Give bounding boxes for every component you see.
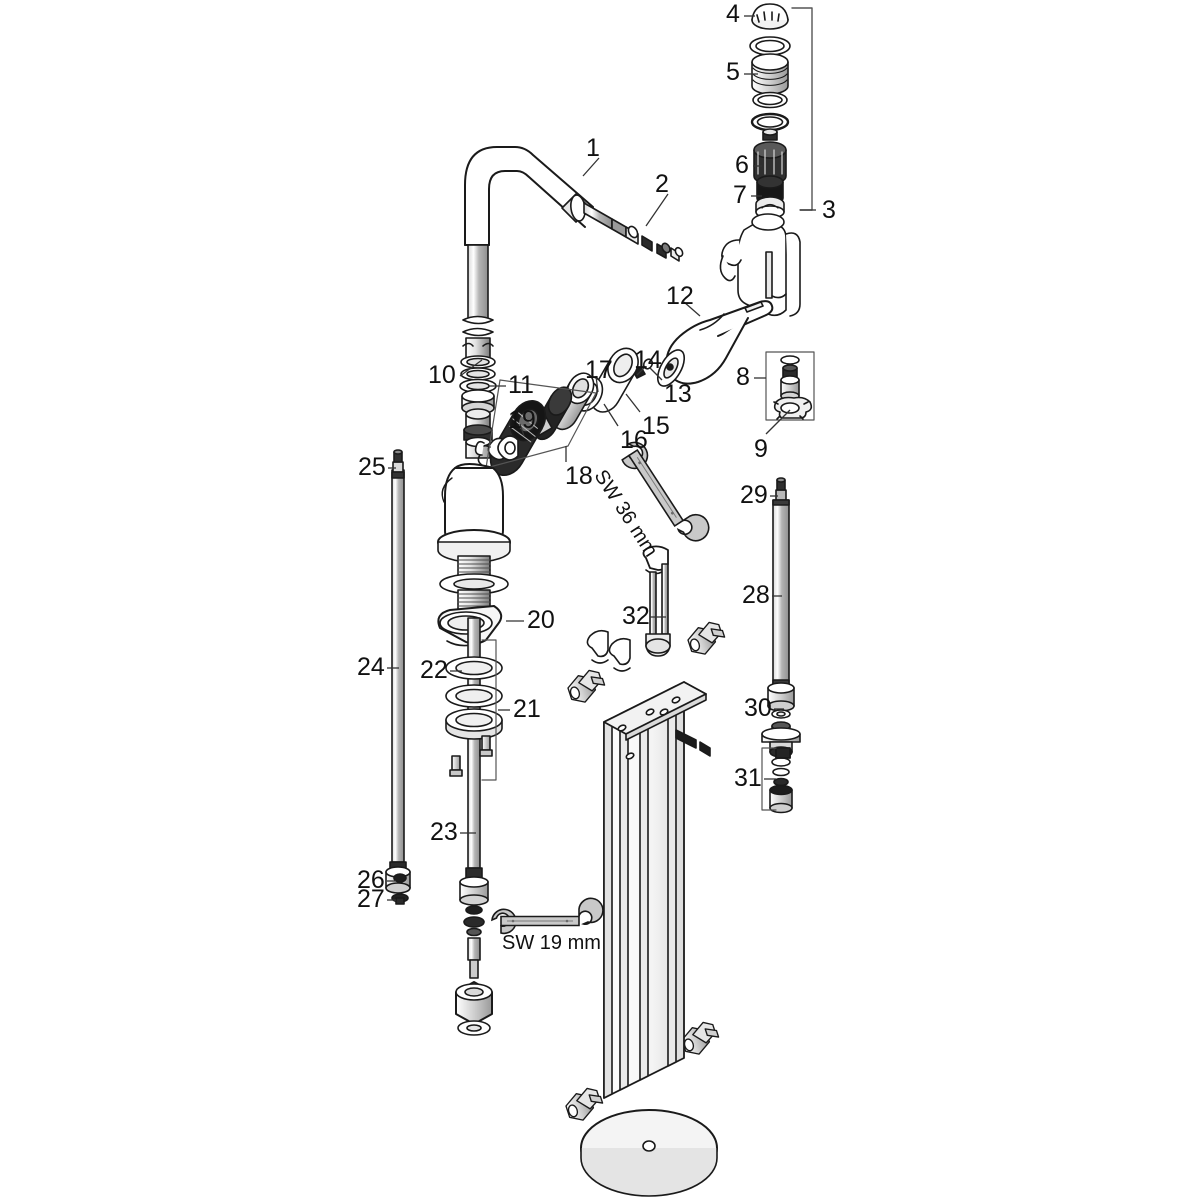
part-holder-clamps: [586, 629, 631, 672]
callout-label-1: 1: [586, 134, 600, 162]
part-group-3-cartridge: [749, 3, 791, 270]
callout-label-14: 14: [634, 346, 662, 374]
callout-label-23: 23: [430, 818, 458, 846]
callout-label-3: 3: [822, 196, 836, 224]
callout-label-7: 7: [733, 181, 747, 209]
leader-line-15: [625, 393, 641, 413]
leader-line-19: [519, 423, 525, 437]
callout-label-19: 19: [508, 406, 536, 434]
callout-label-31: 31: [734, 764, 762, 792]
wrench-sw19-icon: [491, 897, 604, 935]
leader-line-12: [683, 301, 701, 317]
callout-label-2: 2: [655, 170, 669, 198]
part-group-12-sprayhead: [474, 300, 774, 476]
callout-label-22: 22: [420, 656, 448, 684]
part-riser-tube: [459, 244, 497, 459]
wrench-sw36-icon: [621, 441, 710, 542]
leader-line-1: [582, 157, 600, 177]
callout-label-28: 28: [742, 581, 770, 609]
callout-leader-lines: [387, 15, 816, 901]
callout-label-21: 21: [513, 695, 541, 723]
callout-label-32: 32: [622, 602, 650, 630]
leader-line-13: [649, 367, 663, 381]
callout-label-18: 18: [565, 462, 593, 490]
part-21-washer-stack: [445, 617, 503, 869]
callout-label-24: 24: [357, 653, 385, 681]
callout-label-30: 30: [744, 694, 772, 722]
callout-label-10: 10: [428, 361, 456, 389]
part-23-shank-bottom: [455, 867, 493, 1036]
part-24-hose: [385, 449, 411, 905]
callout-label-25: 25: [358, 453, 386, 481]
callout-label-9: 9: [754, 435, 768, 463]
leader-line-16: [603, 403, 619, 427]
callout-label-11: 11: [508, 371, 534, 399]
leader-line-2: [645, 193, 669, 227]
callout-label-29: 29: [740, 481, 768, 509]
part-group-1-spout: [464, 146, 684, 262]
callout-label-5: 5: [726, 58, 740, 86]
callout-label-6: 6: [735, 151, 749, 179]
callout-label-27: 27: [357, 885, 385, 913]
callout-label-15: 15: [642, 412, 670, 440]
part-28-supply-hose: [761, 477, 801, 814]
callout-label-20: 20: [527, 606, 555, 634]
callout-label-4: 4: [726, 0, 740, 28]
callout-label-26: 26: [357, 866, 385, 894]
callout-label-12: 12: [666, 282, 694, 310]
leader-line-9: [765, 409, 791, 435]
leader-line-14: [636, 367, 645, 376]
part-elbow-valves: [565, 621, 726, 1121]
callout-label-8: 8: [736, 363, 750, 391]
part-mixer-body-top: [719, 213, 801, 317]
leader-line-10: [459, 359, 483, 377]
part-disc-cover: [580, 1109, 718, 1197]
wrench-sw19-label: SW 19 mm: [502, 932, 601, 954]
leader-line-17: [595, 375, 599, 393]
part-mounting-panel: [603, 681, 711, 1099]
bracket-3: [791, 7, 813, 211]
part-group-8: [765, 351, 815, 421]
part-main-body: [437, 463, 511, 613]
callout-label-17: 17: [585, 356, 613, 384]
callout-label-13: 13: [664, 380, 692, 408]
callout-label-16: 16: [620, 426, 648, 454]
